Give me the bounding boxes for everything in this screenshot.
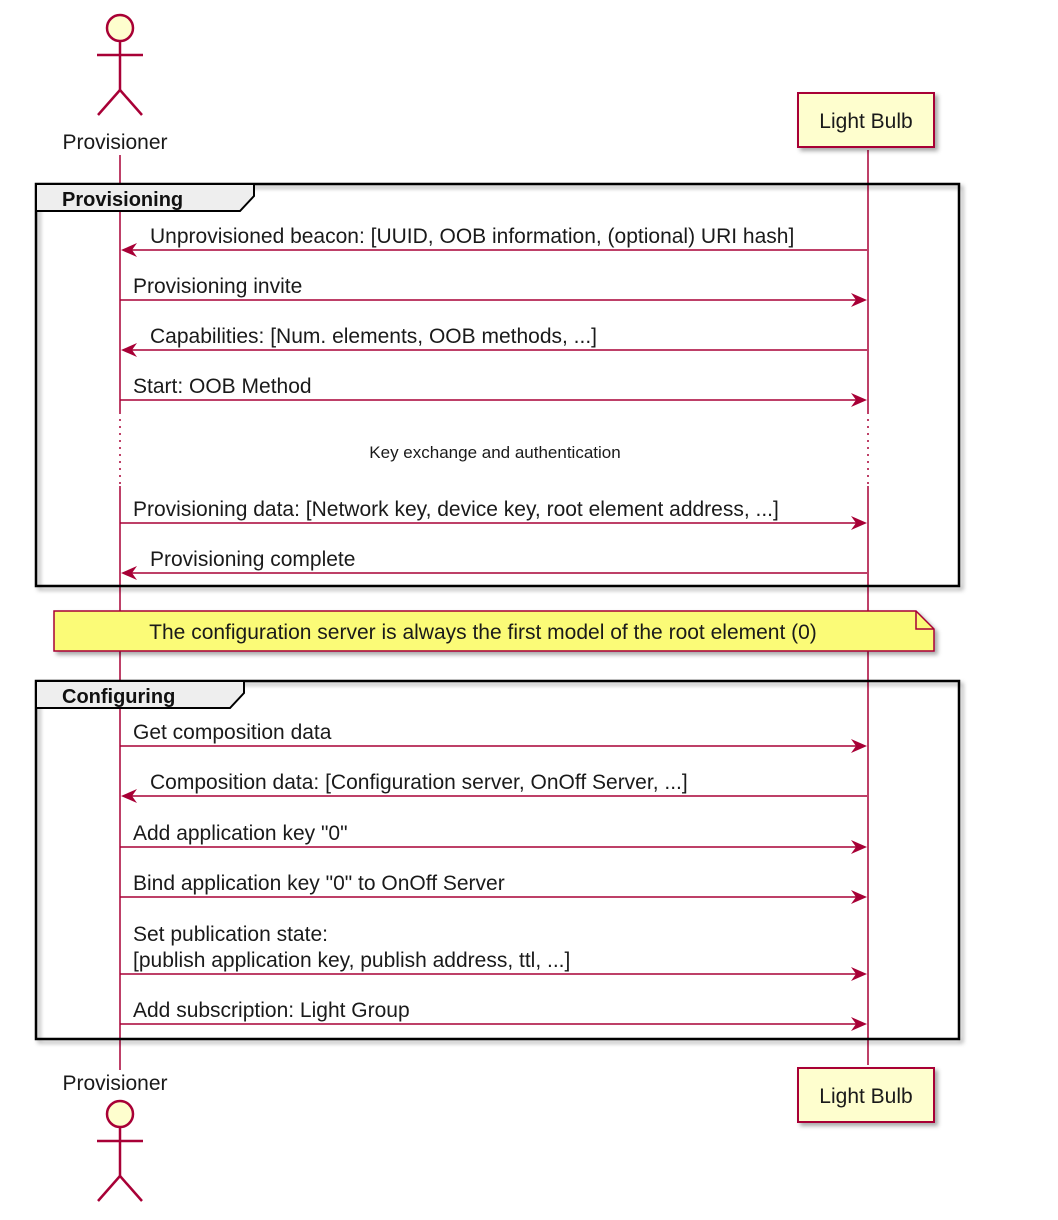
provisioner-label-top: Provisioner bbox=[62, 131, 167, 154]
message-composition-data: Composition data: [Configuration server,… bbox=[121, 771, 867, 803]
note-body bbox=[53, 610, 935, 652]
arrowhead-right-icon bbox=[851, 890, 867, 904]
message-label: Add subscription: Light Group bbox=[133, 999, 410, 1022]
message-label: Start: OOB Method bbox=[133, 375, 312, 398]
arrowhead-right-icon bbox=[851, 739, 867, 753]
arrowhead-left-icon bbox=[121, 789, 137, 803]
arrowhead-left-icon bbox=[121, 343, 137, 357]
delay-section: Key exchange and authentication bbox=[110, 412, 880, 486]
message-label: Provisioning complete bbox=[150, 548, 355, 571]
configuring-group: Configuring bbox=[34, 679, 961, 1041]
actor-head bbox=[105, 13, 135, 43]
message-label-line2: [publish application key, publish addres… bbox=[133, 949, 570, 972]
actor-head bbox=[105, 1099, 135, 1129]
arrowhead-left-icon bbox=[121, 243, 137, 257]
message-label: Get composition data bbox=[133, 721, 332, 744]
configuration-note: The configuration server is always the f… bbox=[53, 610, 935, 652]
provisioner-actor-top bbox=[97, 13, 143, 116]
delay-text: Key exchange and authentication bbox=[369, 443, 620, 462]
note-fold-icon bbox=[915, 611, 934, 630]
message-label: Unprovisioned beacon: [UUID, OOB informa… bbox=[150, 225, 794, 248]
message-bind-application-key: Bind application key "0" to OnOff Server bbox=[120, 872, 867, 904]
message-label: Composition data: [Configuration server,… bbox=[150, 771, 688, 794]
light-bulb-box-top bbox=[797, 92, 935, 148]
actor-left-leg bbox=[97, 89, 121, 116]
message-label: Provisioning invite bbox=[133, 275, 302, 298]
arrowhead-right-icon bbox=[851, 967, 867, 981]
arrowhead-right-icon bbox=[851, 840, 867, 854]
provisioning-title-tab bbox=[35, 183, 255, 212]
arrowhead-left-icon bbox=[121, 566, 137, 580]
note-text: The configuration server is always the f… bbox=[149, 621, 817, 644]
configuring-frame bbox=[34, 679, 961, 1041]
message-start-oob: Start: OOB Method bbox=[120, 375, 867, 407]
provisioner-label-bottom: Provisioner bbox=[62, 1072, 167, 1095]
message-add-subscription: Add subscription: Light Group bbox=[120, 999, 867, 1031]
message-label: Bind application key "0" to OnOff Server bbox=[133, 872, 505, 895]
message-set-publication-state: Set publication state: [publish applicat… bbox=[120, 923, 867, 981]
message-add-application-key: Add application key "0" bbox=[120, 822, 867, 854]
light-bulb-label-top: Light Bulb bbox=[819, 110, 912, 133]
configuring-title-tab bbox=[35, 680, 245, 709]
provisioning-title: Provisioning bbox=[62, 189, 183, 211]
arrowhead-right-icon bbox=[851, 293, 867, 307]
provisioner-actor-bottom bbox=[97, 1099, 143, 1202]
provisioning-group: Provisioning bbox=[34, 182, 961, 588]
delay-mask bbox=[110, 412, 880, 486]
message-label: Set publication state: bbox=[133, 923, 328, 946]
message-label: Capabilities: [Num. elements, OOB method… bbox=[150, 325, 597, 348]
message-provisioning-complete: Provisioning complete bbox=[121, 548, 867, 580]
light-bulb-box-bottom bbox=[797, 1067, 935, 1123]
message-label: Provisioning data: [Network key, device … bbox=[133, 498, 779, 521]
message-provisioning-invite: Provisioning invite bbox=[120, 275, 867, 307]
message-get-composition-data: Get composition data bbox=[120, 721, 867, 753]
arrowhead-right-icon bbox=[851, 393, 867, 407]
provisioning-frame bbox=[34, 182, 961, 588]
message-unprovisioned-beacon: Unprovisioned beacon: [UUID, OOB informa… bbox=[121, 225, 867, 257]
light-bulb-label-bottom: Light Bulb bbox=[819, 1085, 912, 1108]
message-capabilities: Capabilities: [Num. elements, OOB method… bbox=[121, 325, 867, 357]
actor-left-leg bbox=[97, 1175, 121, 1202]
arrowhead-right-icon bbox=[851, 516, 867, 530]
message-label: Add application key "0" bbox=[133, 822, 348, 845]
message-provisioning-data: Provisioning data: [Network key, device … bbox=[120, 498, 867, 530]
configuring-title: Configuring bbox=[62, 686, 175, 708]
actor-right-leg bbox=[119, 1175, 143, 1202]
actor-right-leg bbox=[119, 89, 143, 116]
arrowhead-right-icon bbox=[851, 1017, 867, 1031]
